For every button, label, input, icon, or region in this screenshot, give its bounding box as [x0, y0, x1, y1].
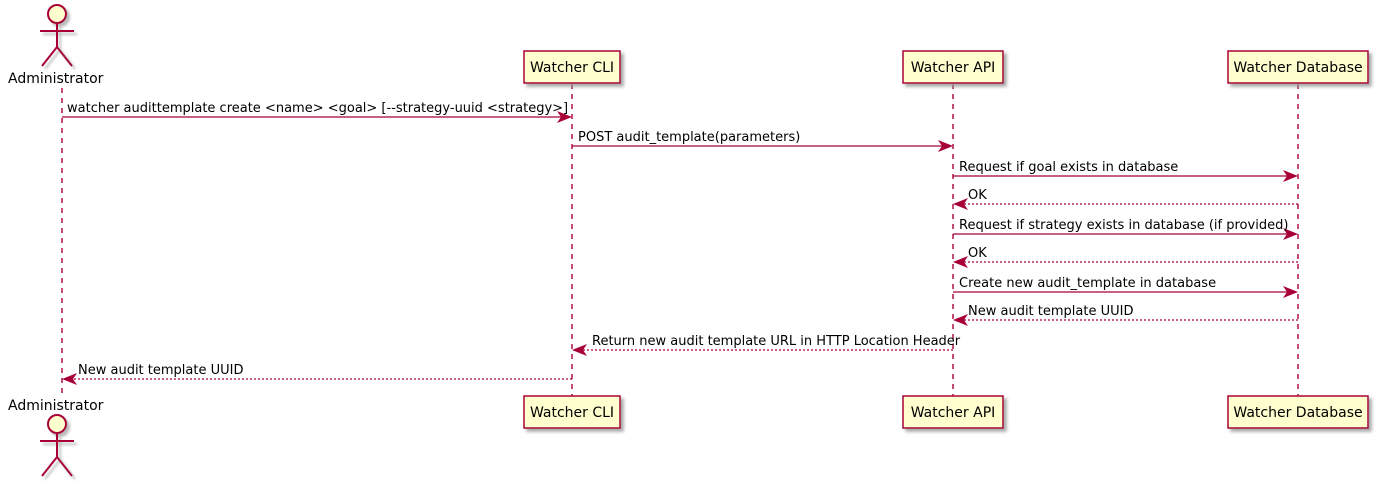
- message-label: New audit template UUID: [78, 363, 243, 378]
- actor-label-administrator-top: Administrator: [8, 71, 104, 87]
- message-6[interactable]: OK: [953, 246, 1298, 268]
- actor-head-icon: [47, 4, 67, 24]
- message-5[interactable]: Request if strategy exists in database (…: [953, 218, 1298, 240]
- participant-api-bottom[interactable]: Watcher API: [902, 395, 1004, 429]
- participant-db-bottom[interactable]: Watcher Database: [1227, 395, 1369, 429]
- message-2[interactable]: POST audit_template(parameters): [572, 130, 953, 152]
- message-label: watcher audittemplate create <name> <goa…: [67, 101, 568, 116]
- message-label: Create new audit_template in database: [959, 276, 1216, 291]
- message-arrowhead: [1283, 170, 1298, 182]
- message-label: Request if strategy exists in database (…: [959, 218, 1288, 233]
- participant-label-cli: Watcher CLI: [530, 405, 614, 421]
- lifelines-group: [61, 84, 1299, 398]
- participant-label-api: Watcher API: [911, 405, 996, 421]
- message-arrowhead: [938, 140, 953, 152]
- actor-administrator-top[interactable]: [40, 4, 74, 67]
- message-label: OK: [968, 246, 987, 261]
- participant-box: [523, 395, 621, 429]
- message-8[interactable]: New audit template UUID: [953, 304, 1298, 326]
- message-label: OK: [968, 188, 987, 203]
- message-arrowhead: [953, 256, 968, 268]
- participant-box: [523, 50, 621, 84]
- message-4[interactable]: OK: [953, 188, 1298, 210]
- actor-head-icon: [47, 414, 67, 434]
- participant-label-api: Watcher API: [911, 60, 996, 76]
- message-arrowhead: [1283, 228, 1298, 240]
- participant-box: [1227, 50, 1369, 84]
- actor-leg-left-icon: [41, 46, 58, 67]
- participant-box: [1227, 395, 1369, 429]
- participant-box: [902, 50, 1004, 84]
- message-3[interactable]: Request if goal exists in database: [953, 160, 1298, 182]
- message-label: Request if goal exists in database: [959, 160, 1178, 175]
- message-arrowhead: [953, 314, 968, 326]
- participant-cli-top[interactable]: Watcher CLI: [523, 50, 621, 84]
- message-arrowhead: [1283, 286, 1298, 298]
- participant-api-top[interactable]: Watcher API: [902, 50, 1004, 84]
- participant-db-top[interactable]: Watcher Database: [1227, 50, 1369, 84]
- actor-leg-right-icon: [56, 456, 73, 477]
- message-arrowhead: [62, 373, 77, 385]
- message-arrowhead: [953, 198, 968, 210]
- message-arrowhead: [557, 111, 572, 123]
- message-label: New audit template UUID: [968, 304, 1133, 319]
- participant-label-db: Watcher Database: [1233, 405, 1362, 421]
- message-7[interactable]: Create new audit_template in database: [953, 276, 1298, 298]
- actor-leg-left-icon: [41, 456, 58, 477]
- message-1[interactable]: watcher audittemplate create <name> <goa…: [62, 101, 572, 123]
- participant-label-cli: Watcher CLI: [530, 60, 614, 76]
- message-10[interactable]: New audit template UUID: [62, 363, 572, 385]
- actor-leg-right-icon: [56, 46, 73, 67]
- message-label: POST audit_template(parameters): [578, 130, 800, 145]
- participant-label-db: Watcher Database: [1233, 60, 1362, 76]
- message-9[interactable]: Return new audit template URL in HTTP Lo…: [572, 334, 961, 356]
- participant-cli-bottom[interactable]: Watcher CLI: [523, 395, 621, 429]
- actor-administrator-bottom[interactable]: [40, 414, 74, 477]
- message-arrowhead: [572, 344, 587, 356]
- actor-label-administrator-bottom: Administrator: [8, 398, 104, 414]
- message-label: Return new audit template URL in HTTP Lo…: [592, 334, 961, 349]
- participant-box: [902, 395, 1004, 429]
